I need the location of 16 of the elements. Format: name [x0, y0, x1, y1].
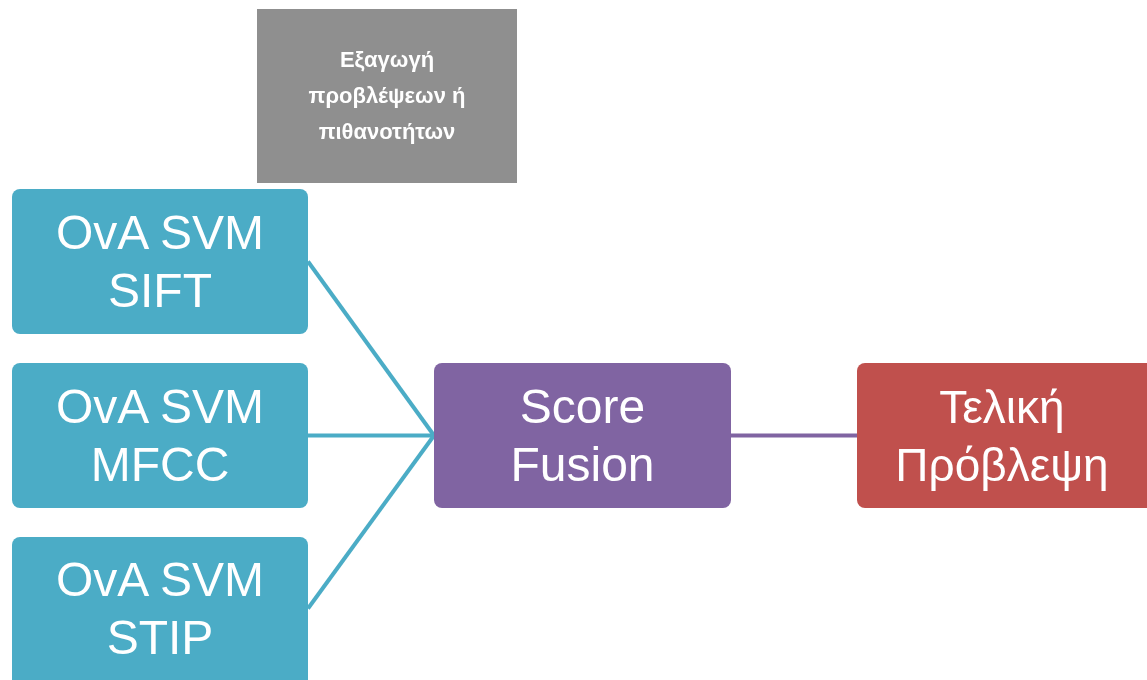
node-label: OvA SVM MFCC	[54, 378, 266, 493]
connector-line	[308, 433, 434, 438]
node-label: OvA SVM SIFT	[54, 204, 266, 319]
node-label: OvA SVM STIP	[54, 551, 266, 666]
note-box	[257, 9, 517, 183]
connector-line	[731, 433, 857, 438]
prediction-box	[857, 363, 1147, 508]
node-label: Score Fusion	[509, 378, 656, 493]
classifier-box	[12, 363, 308, 508]
fusion-box	[434, 363, 731, 508]
node-label: Τελική Πρόβλεψη	[894, 379, 1110, 493]
classifier-box	[12, 537, 308, 680]
connector-line	[306, 260, 436, 437]
connector-line	[306, 434, 436, 610]
classifier-box	[12, 189, 308, 334]
node-label: Εξαγωγή προβλέψεων ή πιθανοτήτων	[307, 46, 467, 146]
